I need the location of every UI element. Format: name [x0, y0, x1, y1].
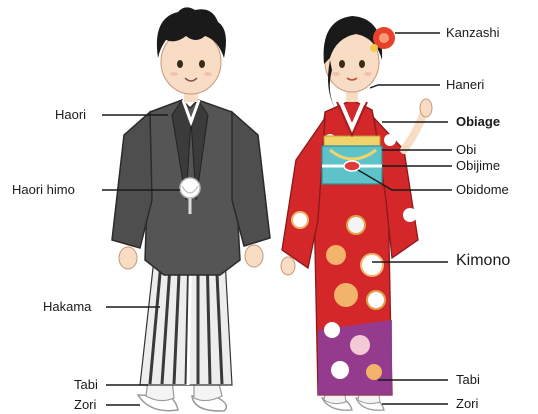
label-tabi-left: Tabi	[74, 377, 98, 392]
label-obidome: Obidome	[456, 182, 509, 197]
label-obijime: Obijime	[456, 158, 501, 173]
label-zori-left: Zori	[74, 397, 97, 412]
leader-obidome	[357, 169, 452, 191]
label-haori-himo: Haori himo	[12, 182, 75, 197]
leader-lines	[102, 32, 452, 406]
label-hakama: Hakama	[43, 299, 92, 314]
label-haori: Haori	[55, 107, 87, 122]
man-figure	[111, 7, 271, 412]
leader-haneri	[369, 84, 440, 89]
label-kimono: Kimono	[456, 252, 511, 269]
kanzashi-icon	[370, 27, 395, 52]
label-obiage: Obiage	[456, 114, 501, 129]
man-hair-icon	[156, 7, 226, 59]
label-haneri: Haneri	[446, 77, 485, 92]
woman-figure	[280, 16, 433, 411]
label-obi: Obi	[456, 142, 477, 157]
obidome-icon	[343, 160, 361, 172]
woman-hair-icon	[323, 16, 383, 64]
label-tabi-right: Tabi	[456, 372, 480, 387]
label-zori-right: Zori	[456, 396, 479, 411]
label-kanzashi: Kanzashi	[446, 25, 500, 40]
